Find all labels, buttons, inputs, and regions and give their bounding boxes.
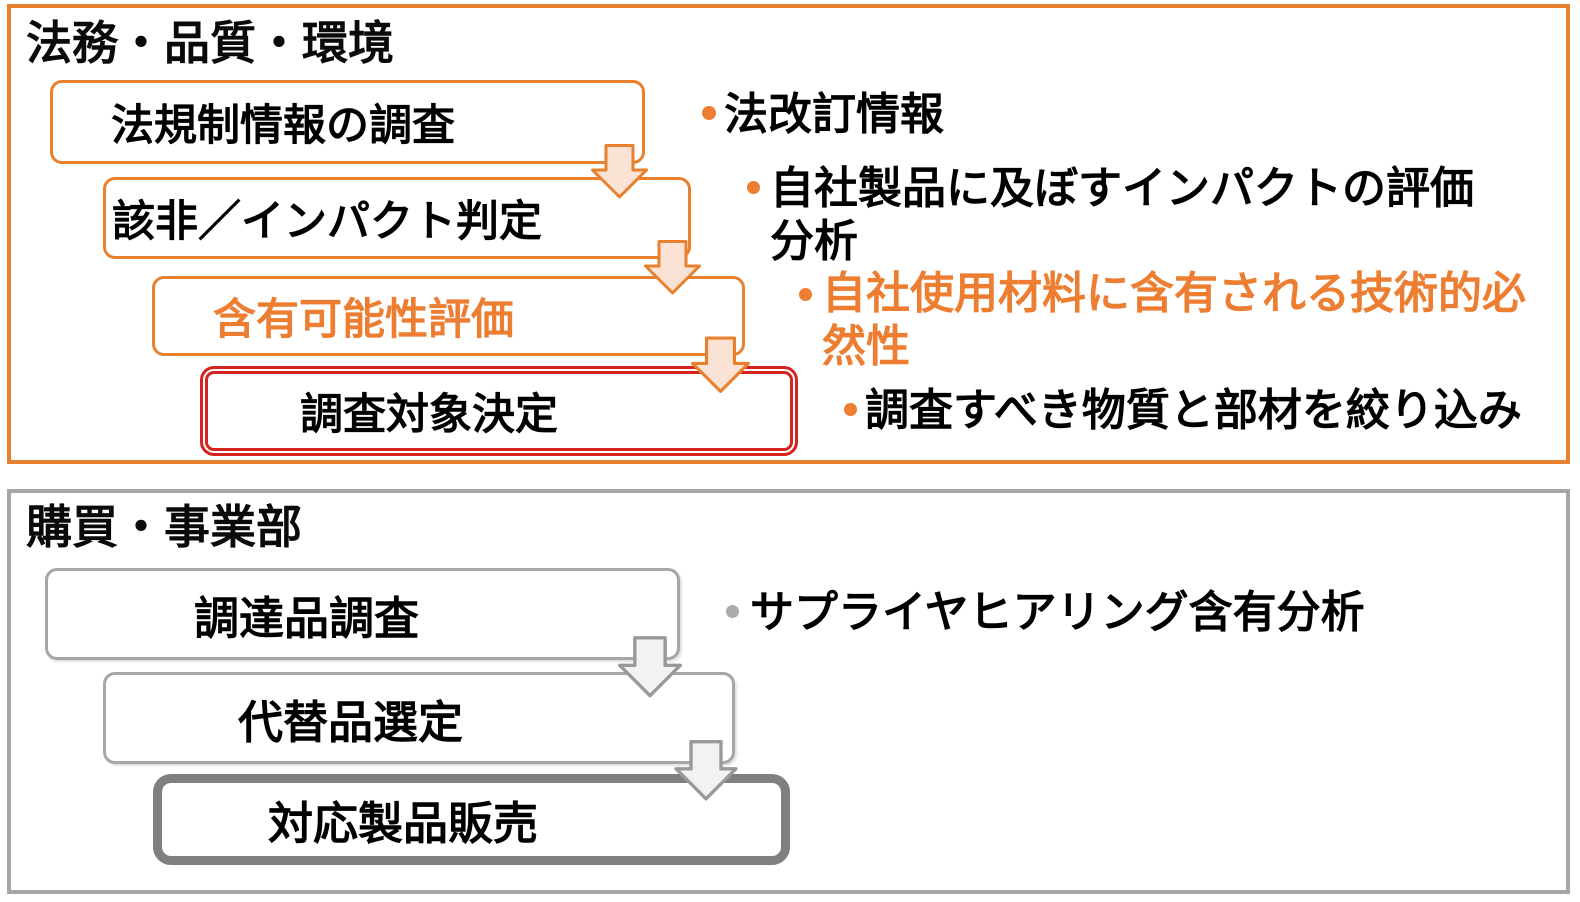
flow-box-label: 対応製品販売	[268, 798, 539, 849]
flow-box-label: 該非／インパクト判定	[112, 198, 542, 246]
flow-box-label: 法規制情報の調査	[111, 102, 455, 150]
bullet-law-revision-info: 法改訂情報	[724, 90, 944, 139]
bullet-icon	[799, 288, 812, 301]
bullet-narrow-down-substances: 調査すべき物質と部材を絞り込み	[865, 386, 1522, 435]
flow-box-label: 調査対象決定	[300, 391, 558, 439]
bullet-technical-necessity: 自社使用材料に含有される技術的必 然性	[822, 269, 1526, 371]
down-arrow-icon	[691, 336, 750, 393]
section-title-legal-quality-environment: 法務・品質・環境	[26, 17, 394, 69]
flow-box-regulation-info-survey: 法規制情報の調査	[50, 80, 645, 164]
bullet-icon	[702, 106, 716, 120]
down-arrow-icon	[644, 240, 701, 295]
bullet-icon	[726, 605, 739, 618]
flow-box-content-possibility-evaluation: 含有可能性評価	[152, 276, 745, 356]
flow-box-procured-goods-survey: 調達品調査	[45, 568, 680, 660]
down-arrow-icon	[674, 740, 738, 801]
flow-box-label: 調達品調査	[194, 592, 420, 644]
down-arrow-icon	[591, 144, 648, 199]
bullet-supplier-hearing-analysis: サプライヤヒアリング含有分析	[750, 588, 1365, 637]
flow-box-survey-target-decision: 調査対象決定	[200, 366, 798, 456]
flow-box-applicability-impact-judgement: 該非／インパクト判定	[103, 177, 691, 259]
section-title-purchasing-business: 購買・事業部	[26, 501, 302, 553]
flow-box-label: 含有可能性評価	[213, 296, 514, 344]
flow-box-alternative-selection: 代替品選定	[103, 672, 735, 764]
down-arrow-icon	[618, 636, 682, 698]
flow-box-compliant-product-sales: 対応製品販売	[153, 774, 790, 865]
bullet-impact-evaluation-analysis: 自社製品に及ぼすインパクトの評価 分析	[770, 164, 1474, 266]
bullet-icon	[844, 403, 857, 416]
flow-box-label: 代替品選定	[238, 696, 464, 748]
bullet-icon	[747, 181, 760, 194]
